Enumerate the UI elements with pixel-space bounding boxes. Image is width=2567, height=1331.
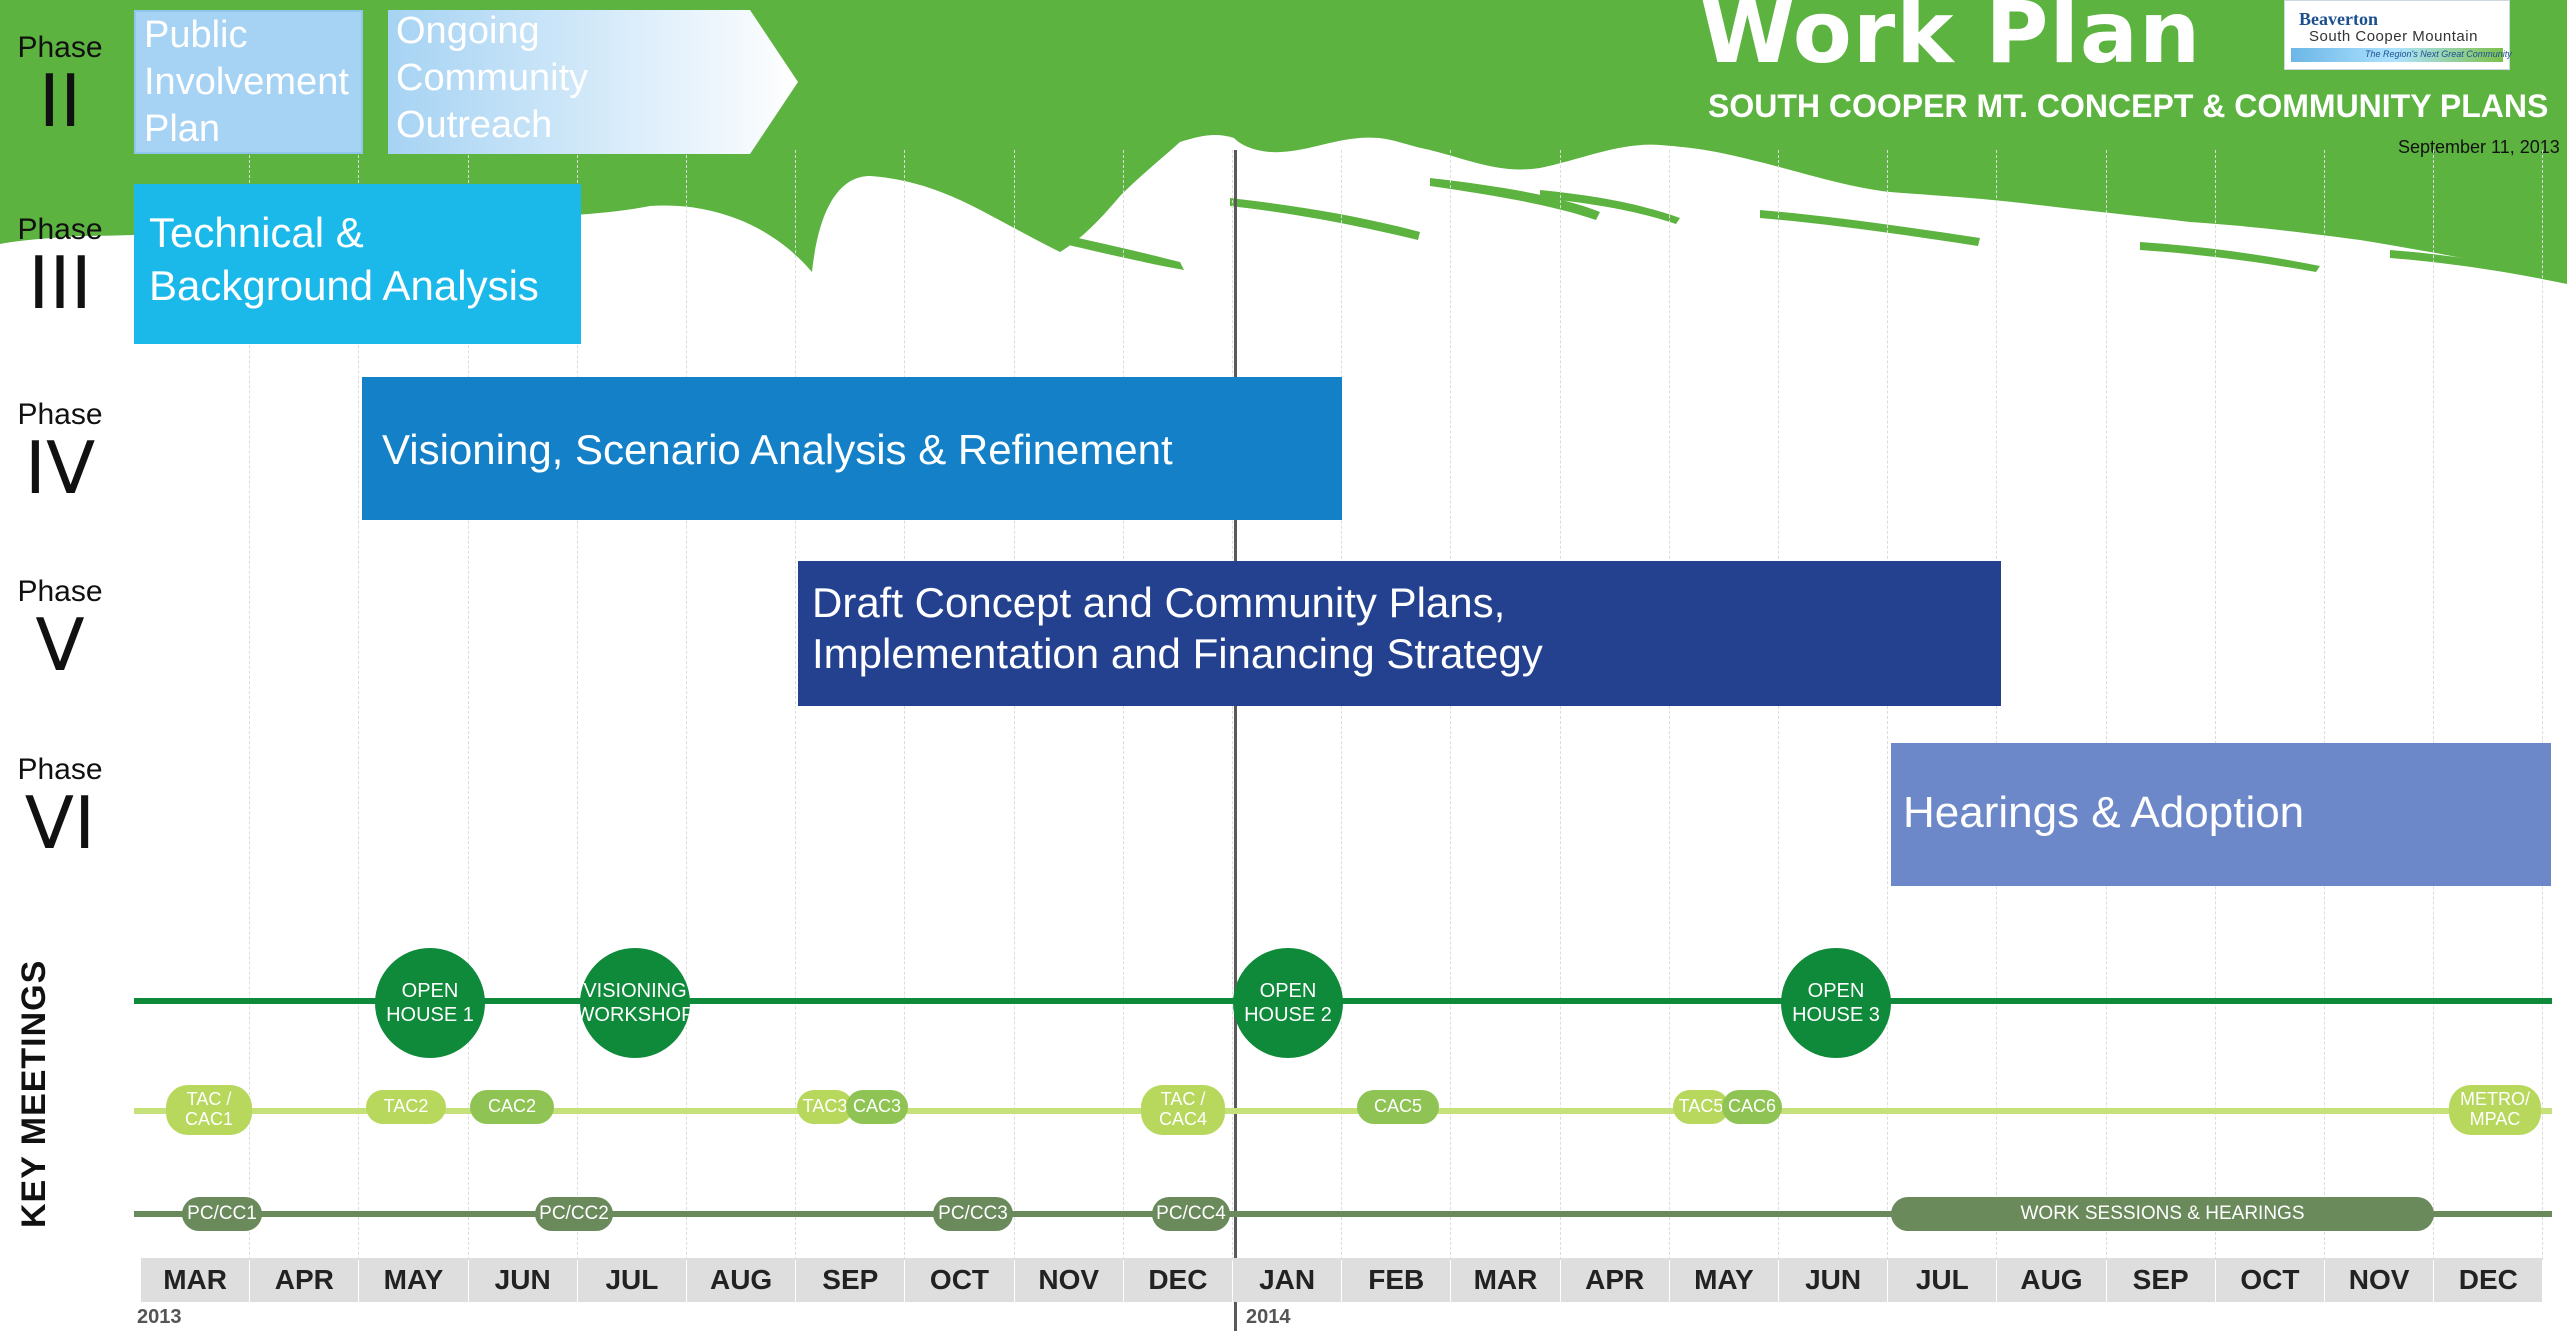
month-label: MAY [359, 1258, 468, 1302]
pc-cc2-pill: PC/CC2 [535, 1197, 613, 1231]
month-label: DEC [1123, 1258, 1232, 1302]
ongoing-outreach-arrow [388, 10, 798, 154]
logo-landscape-stripe [2291, 48, 2503, 62]
pc-cc-track [134, 1211, 2552, 1217]
tac2-pill: TAC2 [366, 1090, 446, 1124]
tac-cac4-pill: TAC /CAC4 [1141, 1085, 1225, 1135]
month-label: FEB [1342, 1258, 1451, 1302]
tac3-pill: TAC3 [797, 1090, 853, 1124]
open-house-track [134, 998, 2552, 1004]
cac2-pill: CAC2 [470, 1090, 554, 1124]
month-gridline [577, 150, 578, 1260]
month-label: APR [250, 1258, 359, 1302]
month-label: SEP [796, 1258, 905, 1302]
month-label: JAN [1233, 1258, 1342, 1302]
month-label: JUL [577, 1258, 686, 1302]
work-sessions-hearings-pill: WORK SESSIONS & HEARINGS [1891, 1197, 2434, 1231]
year-2014-label: 2014 [1246, 1306, 1291, 1328]
month-label: AUG [1997, 1258, 2106, 1302]
visioning-scenario-bar: Visioning, Scenario Analysis & Refinemen… [362, 377, 1342, 520]
draft-concept-bar: Draft Concept and Community Plans,Implem… [798, 561, 2001, 706]
cac6-pill: CAC6 [1722, 1090, 1782, 1124]
year-divider-line [1234, 150, 1237, 1331]
metro-mpac-pill: METRO/MPAC [2449, 1085, 2541, 1135]
month-label: JUL [1888, 1258, 1997, 1302]
month-label: JUN [1779, 1258, 1888, 1302]
month-label: SEP [2106, 1258, 2215, 1302]
pc-cc3-pill: PC/CC3 [933, 1197, 1013, 1231]
month-gridline [2106, 150, 2107, 1260]
key-meetings-label: KEY MEETINGS [15, 959, 53, 1228]
page-title: Work Plan [1700, 0, 2202, 83]
month-label: MAR [141, 1258, 250, 1302]
beaverton-logo: Beaverton South Cooper Mountain The Regi… [2284, 0, 2512, 70]
month-gridline [686, 150, 687, 1260]
hearings-adoption-bar: Hearings & Adoption [1891, 743, 2551, 886]
month-label: APR [1560, 1258, 1669, 1302]
month-gridline [2542, 150, 2543, 1260]
month-label: AUG [687, 1258, 796, 1302]
cac5-pill: CAC5 [1357, 1090, 1439, 1124]
month-label: MAY [1669, 1258, 1778, 1302]
date-label: September 11, 2013 [2398, 137, 2560, 157]
technical-background-analysis-bar: Technical &Background Analysis [134, 184, 581, 344]
month-label: OCT [905, 1258, 1014, 1302]
year-2013-label: 2013 [137, 1306, 182, 1328]
tac-cac1-pill: TAC /CAC1 [166, 1085, 252, 1135]
tac5-pill: TAC5 [1673, 1090, 1729, 1124]
month-gridline [468, 150, 469, 1260]
month-label: NOV [2325, 1258, 2434, 1302]
month-label: JUN [468, 1258, 577, 1302]
month-gridline [249, 150, 250, 1260]
month-label: MAR [1451, 1258, 1560, 1302]
month-label: OCT [2215, 1258, 2324, 1302]
pc-cc4-pill: PC/CC4 [1152, 1197, 1230, 1231]
logo-text-beaverton: Beaverton [2299, 9, 2378, 29]
month-gridline [2324, 150, 2325, 1260]
page-subtitle: SOUTH COOPER MT. CONCEPT & COMMUNITY PLA… [1708, 88, 2549, 124]
cac3-pill: CAC3 [846, 1090, 908, 1124]
month-gridline [795, 150, 796, 1260]
month-label: DEC [2434, 1258, 2543, 1302]
month-gridline [358, 150, 359, 1260]
month-gridline [2215, 150, 2216, 1260]
logo-text-scm: South Cooper Mountain [2309, 28, 2478, 45]
month-gridline [2433, 150, 2434, 1260]
logo-tagline: The Region's Next Great Community [2365, 49, 2512, 59]
month-label: NOV [1014, 1258, 1123, 1302]
tac-cac-track [134, 1108, 2552, 1114]
pc-cc1-pill: PC/CC1 [182, 1197, 262, 1231]
